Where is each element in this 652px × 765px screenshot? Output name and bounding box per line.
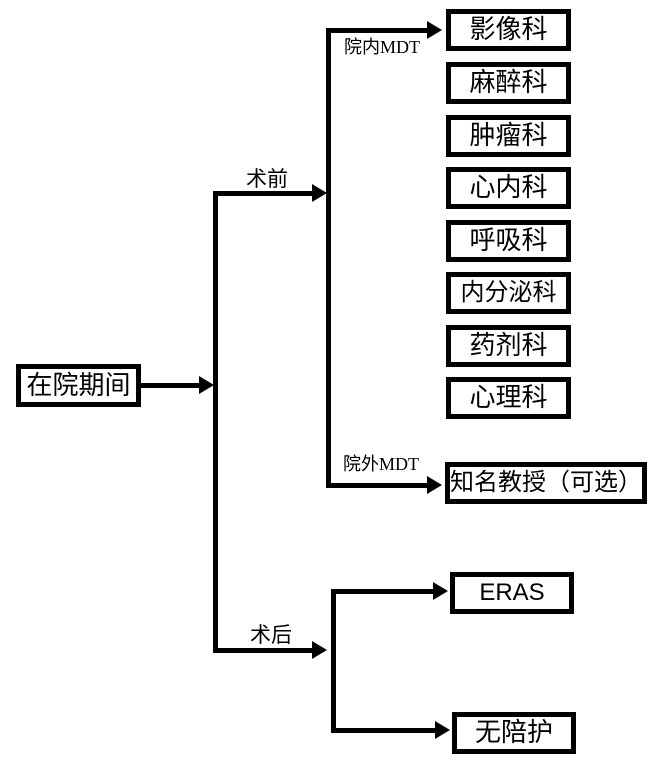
arrowhead-icon xyxy=(427,21,442,39)
connector-preop-vertical xyxy=(326,28,331,488)
node-famous-professor-optional: 知名教授（可选） xyxy=(445,462,647,504)
dept-psychology: 心理科 xyxy=(446,377,571,419)
dept-endocrinology: 内分泌科 xyxy=(446,272,571,314)
dept-imaging: 影像科 xyxy=(446,9,571,51)
connector-postop-vertical xyxy=(331,589,336,733)
arrowhead-icon xyxy=(312,641,327,659)
connector-trunk-vertical xyxy=(213,191,218,653)
dept-anesthesiology: 麻醉科 xyxy=(446,62,571,104)
edge-label-out-hospital-mdt: 院外MDT xyxy=(343,454,419,474)
node-during-hospitalization: 在院期间 xyxy=(16,364,141,407)
dept-pharmacy: 药剂科 xyxy=(446,325,571,367)
edge-label-postoperative: 术后 xyxy=(250,623,292,647)
arrowhead-icon xyxy=(433,582,448,600)
connector-root-to-trunk xyxy=(140,383,200,388)
edge-label-in-hospital-mdt: 院内MDT xyxy=(344,37,420,57)
dept-oncology: 肿瘤科 xyxy=(446,115,571,157)
node-no-accompany: 无陪护 xyxy=(452,712,576,754)
arrowhead-icon xyxy=(427,476,442,494)
connector-no-accompany xyxy=(331,728,436,733)
arrowhead-icon xyxy=(199,376,214,394)
connector-preop xyxy=(213,191,313,196)
connector-postop xyxy=(213,648,313,653)
node-eras: ERAS xyxy=(450,572,574,614)
arrowhead-icon xyxy=(435,721,450,739)
connector-eras xyxy=(331,589,434,594)
connector-inner-mdt xyxy=(326,28,428,33)
edge-label-preoperative: 术前 xyxy=(246,167,288,191)
arrowhead-icon xyxy=(312,184,327,202)
dept-cardiology: 心内科 xyxy=(446,167,571,209)
connector-outer-mdt xyxy=(326,483,428,488)
dept-respiratory: 呼吸科 xyxy=(446,220,571,262)
